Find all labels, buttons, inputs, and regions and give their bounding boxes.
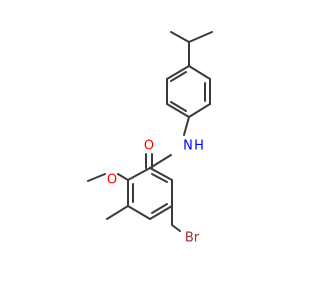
bond: [117, 173, 129, 181]
bond: [188, 65, 211, 80]
atom-label-hydrogen: H: [194, 139, 204, 154]
methoxy-group: [87, 173, 129, 182]
methyl-group: [106, 205, 129, 220]
bond: [151, 173, 168, 183]
atom-label-nitrogen: N: [183, 139, 193, 154]
bond: [149, 167, 173, 181]
molecule-diagram: O N H O Br: [87, 31, 213, 246]
bond: [127, 205, 151, 220]
bond: [188, 103, 211, 118]
bond: [151, 203, 168, 214]
bond: [170, 31, 190, 43]
benzene-ring-bottom: [127, 167, 173, 220]
benzene-ring-top: [166, 65, 211, 118]
bond: [170, 71, 187, 82]
atom-label-oxygen-carbonyl: O: [144, 139, 154, 154]
bond: [127, 167, 151, 181]
bond: [106, 205, 129, 220]
structure-canvas: O N H O Br: [87, 31, 213, 246]
bond: [188, 31, 213, 43]
bond: [149, 154, 172, 169]
bond: [149, 205, 173, 220]
atom-label-oxygen-methoxy: O: [107, 173, 117, 188]
bond: [170, 101, 187, 112]
amide-linkage: [145, 116, 190, 169]
bond: [166, 103, 190, 118]
bromo-group: [171, 205, 181, 232]
atom-label-bromine: Br: [185, 231, 200, 246]
bond: [166, 65, 190, 80]
isopropyl-group: [170, 31, 213, 67]
bond: [183, 116, 190, 136]
bond: [171, 224, 181, 232]
bond: [87, 173, 106, 182]
